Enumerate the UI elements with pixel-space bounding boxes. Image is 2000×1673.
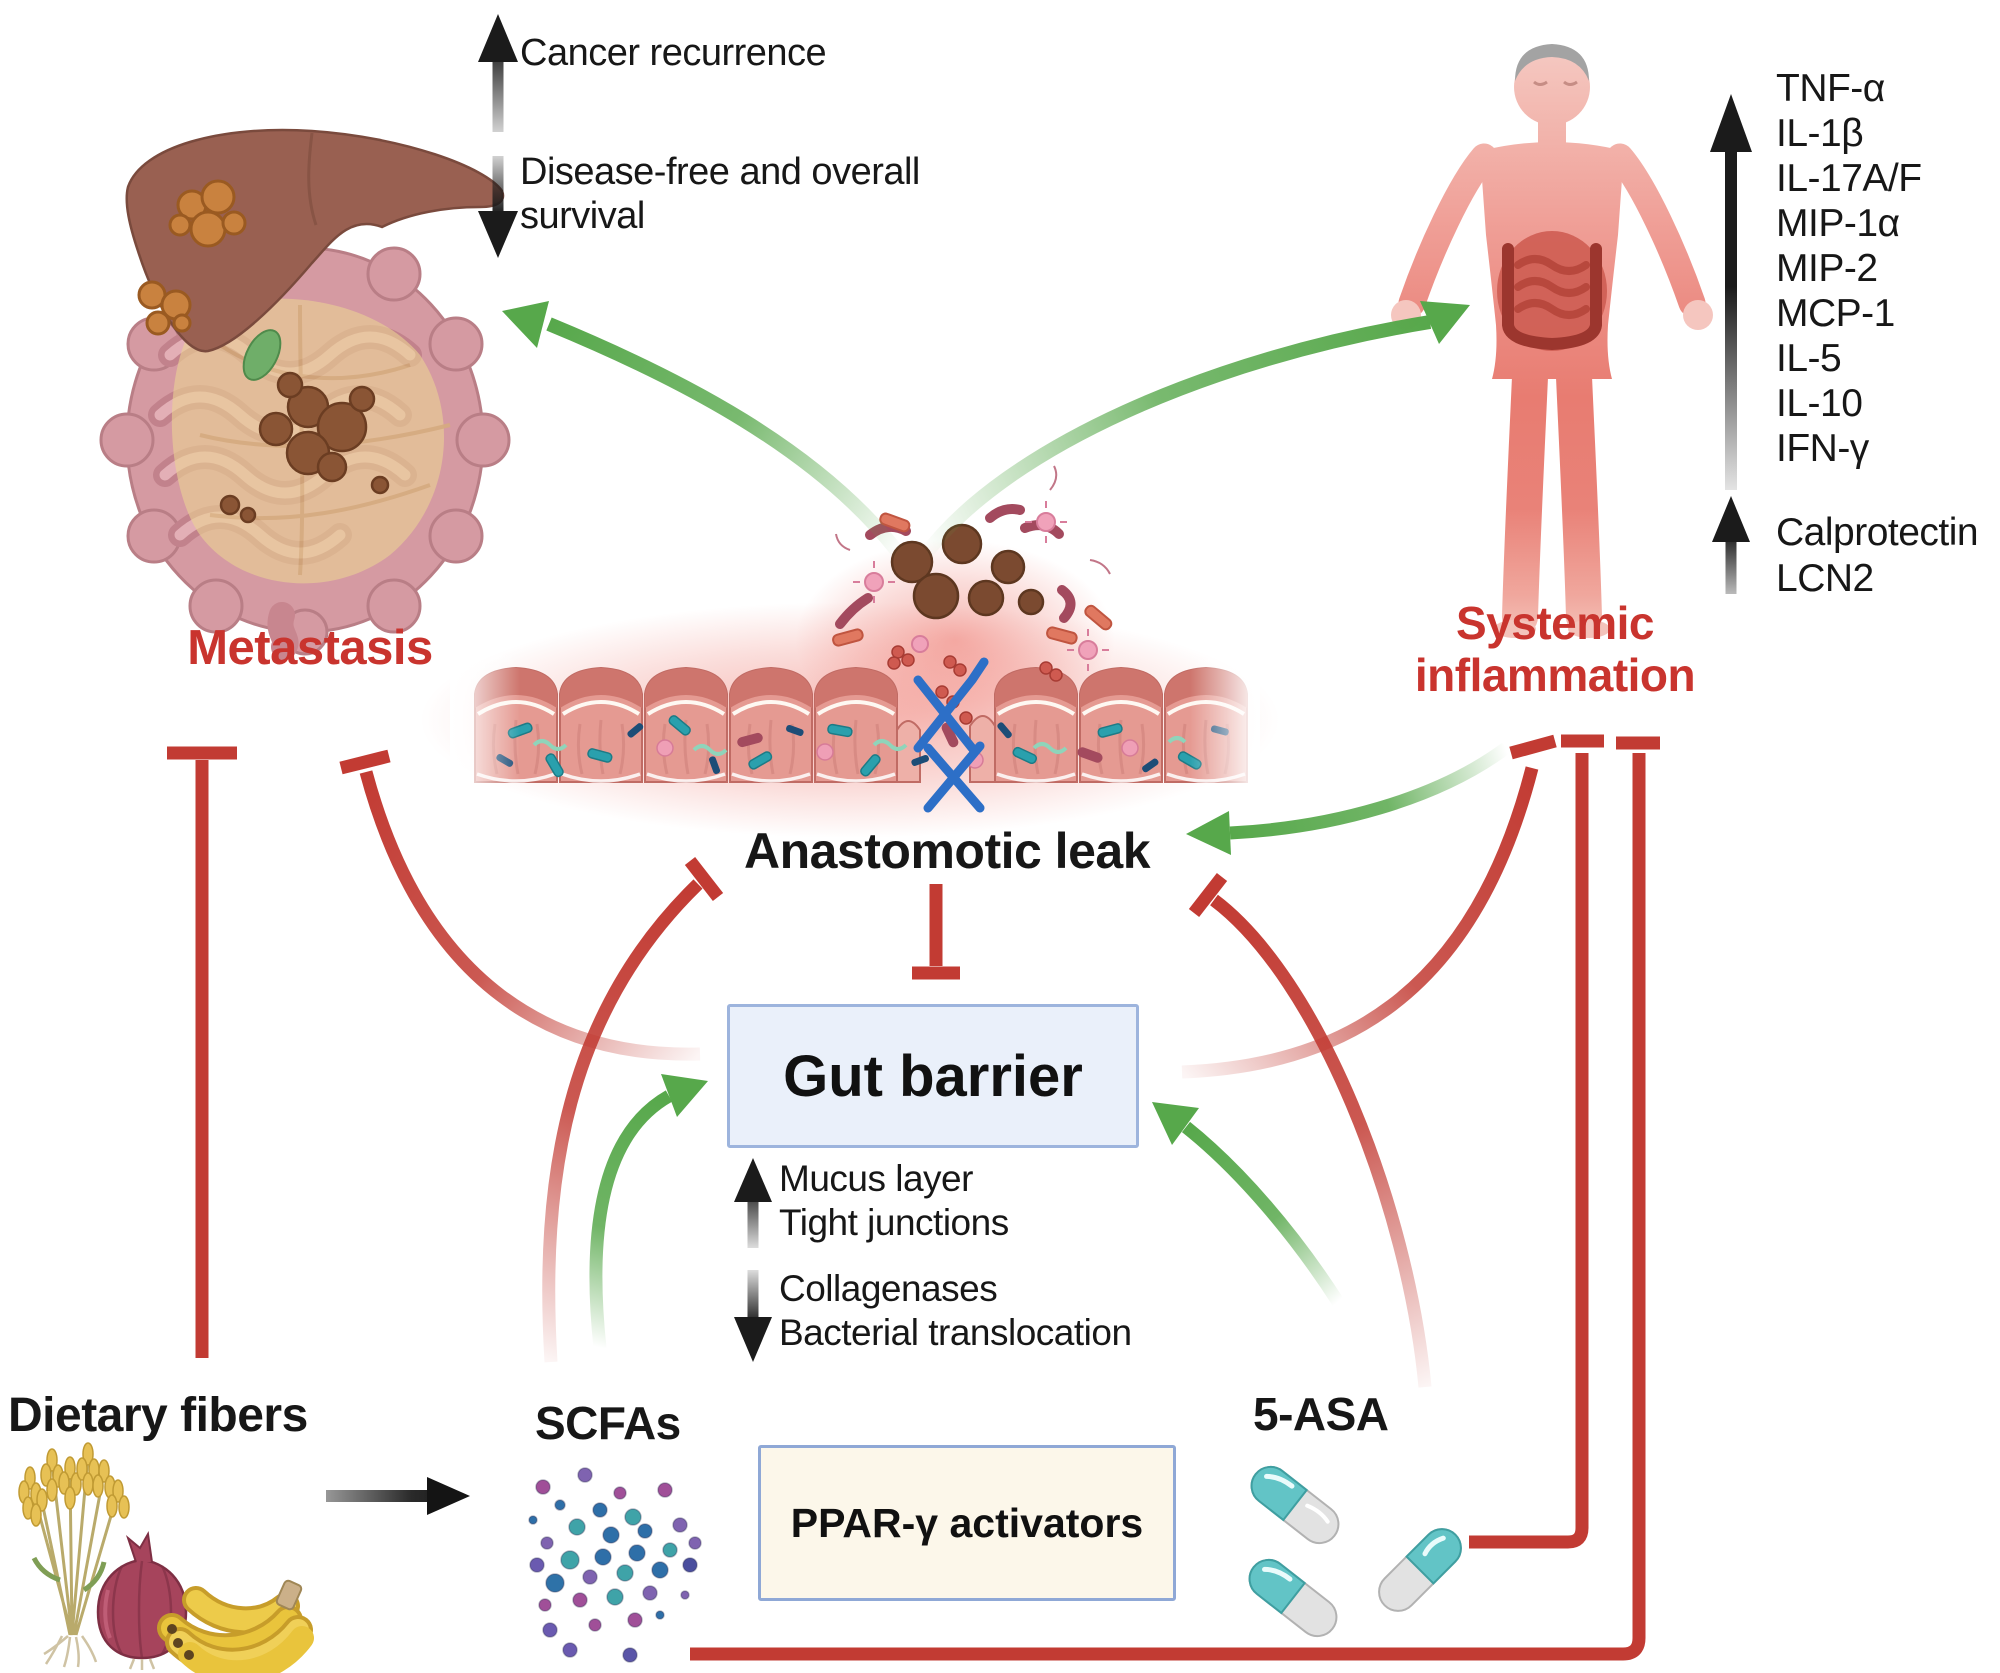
down-arrow-collagenases — [734, 1270, 772, 1362]
line-gut-barrier-inhibits-metastasis — [339, 749, 701, 1061]
five-asa-node-label: 5-ASA — [1253, 1388, 1389, 1440]
arrow-anastomotic-leak-promotes-systemic-inflammation — [919, 301, 1470, 560]
up-arrow-cancer-recurrence — [478, 14, 518, 132]
cytokine-item: MIP-2 — [1776, 247, 1878, 290]
line-scfas-inhibit-anastomotic-leak — [542, 857, 724, 1363]
dietary-produce-illustration — [18, 1442, 314, 1673]
intestinal-tumors-icon — [219, 371, 390, 524]
cytokine-item: MCP-1 — [1776, 292, 1895, 335]
down-arrow-survival — [478, 156, 518, 258]
banana-icon — [157, 1579, 314, 1673]
disease-free-survival-label: Disease-free and overall survival — [520, 151, 920, 237]
cytokine-item: TNF-α — [1776, 67, 1885, 110]
up-arrow-mucus-layer — [734, 1158, 772, 1248]
virus-icons — [853, 501, 1109, 671]
mucus-layer-label: Mucus layer — [779, 1158, 973, 1199]
metastasis-node-label: Metastasis — [187, 621, 433, 675]
wheat-icon — [18, 1442, 130, 1668]
cytokine-item: IL-1β — [1776, 112, 1864, 155]
cancer-recurrence-label: Cancer recurrence — [520, 32, 827, 74]
ppar-activators-node-label: PPAR-γ activators — [790, 1499, 1144, 1546]
human-figure-illustration — [1391, 44, 1713, 638]
capsule-icon — [1248, 1558, 1338, 1638]
line-dietary-fibers-inhibits-metastasis — [167, 746, 237, 1358]
gut-barrier-node-box: Gut barrier — [727, 1004, 1139, 1148]
marker-item: Calprotectin — [1776, 511, 1979, 554]
line-5asa-inhibits-anastomotic-leak — [1188, 873, 1432, 1388]
liver-icon — [125, 128, 505, 381]
arrow-systemic-inflammation-promotes-anastomotic-leak — [1186, 742, 1510, 855]
arrow-5asa-promotes-gut-barrier — [1152, 1102, 1344, 1306]
liver-intestine-illustration — [99, 128, 511, 660]
line-5asa-inhibits-systemic-inflammation — [1469, 734, 1604, 1549]
gallbladder-icon — [242, 329, 282, 381]
marker-item: LCN2 — [1776, 557, 1874, 600]
gut-barrier-decrease-labels: Collagenases Bacterial translocation — [779, 1267, 1132, 1355]
cytokine-list: TNF-α IL-1β IL-17A/F MIP-1α MIP-2 MCP-1 … — [1776, 66, 1922, 471]
cytokine-item: IFN-γ — [1776, 427, 1869, 470]
gut-barrier-node-label: Gut barrier — [783, 1043, 1083, 1109]
arrow-anastomotic-leak-promotes-metastasis — [502, 301, 906, 560]
scfas-node-label: SCFAs — [535, 1397, 681, 1449]
up-arrow-calprotectin — [1712, 496, 1750, 594]
ppar-activators-node-box: PPAR-γ activators — [758, 1445, 1176, 1601]
line-scfas-inhibit-systemic-inflammation — [690, 736, 1660, 1661]
cytokine-item: IL-5 — [1776, 337, 1842, 380]
cytokine-item: MIP-1α — [1776, 202, 1900, 245]
liver-tumors-icon — [137, 179, 247, 336]
up-arrow-cytokines — [1710, 94, 1752, 490]
stool-marker-list: Calprotectin LCN2 — [1776, 510, 1979, 602]
line-anastomotic-leak-inhibits-gut-barrier — [912, 884, 960, 980]
collagenases-label: Collagenases — [779, 1268, 998, 1309]
cytokine-item: IL-17A/F — [1776, 157, 1922, 200]
eyes-icon — [1533, 80, 1578, 86]
line-gut-barrier-inhibits-systemic-inflammation — [1181, 734, 1557, 1079]
pills-illustration — [1248, 1465, 1462, 1638]
tight-junctions-label: Tight junctions — [779, 1202, 1009, 1243]
scfa-dots-illustration — [528, 1467, 702, 1663]
bacterial-translocation-label: Bacterial translocation — [779, 1312, 1132, 1353]
systemic-inflammation-node-label: Systemic inflammation — [1414, 597, 1696, 701]
abdominal-intestines-icon — [1497, 231, 1607, 351]
anastomotic-leak-node-label: Anastomotic leak — [743, 823, 1151, 879]
arrow-dietary-fibers-to-scfas — [326, 1477, 470, 1515]
hair-icon — [1515, 44, 1589, 81]
arrow-scfas-promote-gut-barrier — [589, 1074, 708, 1349]
cytokine-item: IL-10 — [1776, 382, 1863, 425]
dietary-fibers-node-label: Dietary fibers — [8, 1389, 308, 1442]
gut-barrier-increase-labels: Mucus layer Tight junctions — [779, 1157, 1009, 1245]
capsule-icon — [1250, 1465, 1340, 1545]
capsule-icon — [1378, 1528, 1462, 1612]
suture-icon — [913, 657, 989, 813]
